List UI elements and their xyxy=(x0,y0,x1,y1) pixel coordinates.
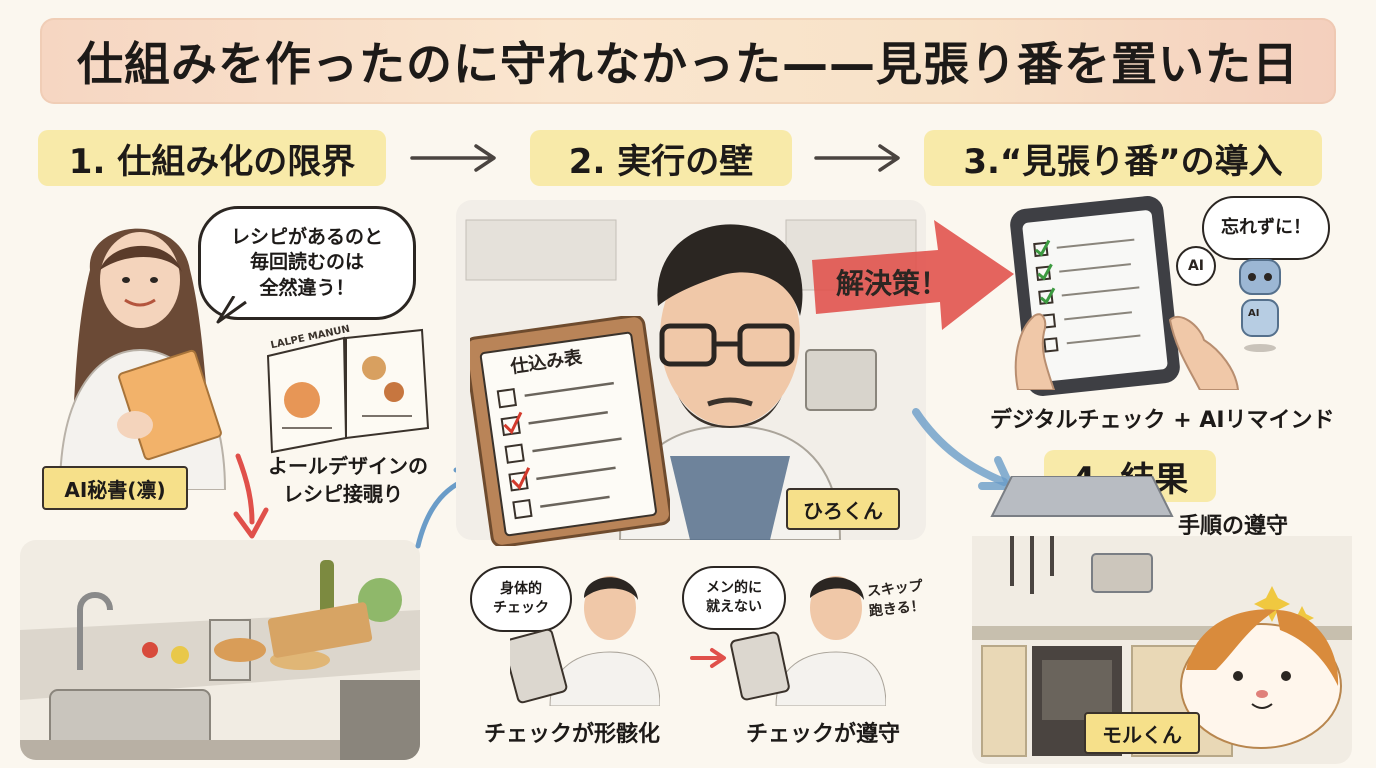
red-down-arrow-icon xyxy=(233,453,269,539)
physical-check-bubble: 身体的 チェック xyxy=(470,566,572,632)
recipe-caption: よールデザインの レシピ接覗り xyxy=(268,452,428,508)
chef-name-tag: ひろくん xyxy=(786,488,900,530)
mental-line-1: メン的に xyxy=(706,580,762,597)
right-hand-illustration xyxy=(1168,315,1240,390)
title-banner: 仕組みを作ったのに守れなかった——見張り番を置いた日 xyxy=(40,18,1336,104)
checklist-clipboard-illustration xyxy=(470,316,670,546)
guinea-pig-illustration xyxy=(1180,609,1342,749)
speech-line-3: 全然違う！ xyxy=(259,276,355,299)
step-1-header: 1. 仕組み化の限界 xyxy=(38,130,386,186)
left-hand-illustration xyxy=(1014,313,1056,390)
recipe-caption-line-1: よールデザインの xyxy=(268,454,428,478)
chef-small-right-illustration xyxy=(730,576,886,706)
step-3-label: 3.“見張り番”の導入 xyxy=(963,141,1283,182)
physical-check-line-1: 身体的 xyxy=(500,581,542,598)
recipe-book-illustration xyxy=(266,328,430,454)
arrow-step2-to-step3-icon xyxy=(814,144,900,172)
mental-line-2: 就えない xyxy=(706,599,762,615)
check-formality-caption: チェックが形骸化 xyxy=(484,722,661,747)
ai-badge-text: AI xyxy=(1187,258,1205,274)
step-1-label: 1. 仕組み化の限界 xyxy=(68,141,356,182)
ai-robot-icon xyxy=(1239,259,1281,352)
chef-name: ひろくん xyxy=(803,498,883,523)
messy-kitchen-illustration xyxy=(20,540,420,760)
chef-small-left-illustration xyxy=(510,576,660,706)
step-2-label: 2. 実行の壁 xyxy=(568,141,754,182)
solution-red-arrow-icon xyxy=(812,220,1014,330)
speech-tail xyxy=(216,296,247,324)
solution-label: 解決策！ xyxy=(836,267,949,300)
reminder-speech-bubble: 忘れずに！ xyxy=(1202,196,1330,260)
check-compliance-caption: チェックが遵守 xyxy=(746,722,901,747)
mental-bubble: メン的に 就えない xyxy=(682,566,786,630)
small-red-arrow-icon xyxy=(690,648,726,668)
tablet-checklist-illustration xyxy=(1010,196,1180,396)
step-3-header: 3.“見張り番”の導入 xyxy=(924,130,1322,186)
speech-line-1: レシピがあるのと xyxy=(230,225,383,248)
ai-secretary-illustration xyxy=(58,228,227,490)
recipe-caption-line-2: レシピ接覗り xyxy=(283,482,403,506)
reminder-text: 忘れずに！ xyxy=(1221,216,1311,238)
arrow-step1-to-step2-icon xyxy=(410,144,496,172)
page-title: 仕組みを作ったのに守れなかった——見張り番を置いた日 xyxy=(77,37,1299,91)
compliance-subtitle: 手順の遵守 xyxy=(1178,514,1289,539)
secretary-name-tag: AI秘書(凛) xyxy=(42,466,188,510)
speech-line-2: 毎回読むのは xyxy=(249,251,364,274)
robot-badge: AI xyxy=(1248,308,1260,319)
physical-check-line-2: チェック xyxy=(493,600,549,616)
step-2-header: 2. 実行の壁 xyxy=(530,130,792,186)
digital-check-caption: デジタルチェック + AIリマインド xyxy=(990,408,1335,433)
secretary-name: AI秘書(凛) xyxy=(64,477,166,502)
pet-name: モルくん xyxy=(1102,722,1182,747)
ai-badge: AI xyxy=(1176,246,1216,286)
pet-name-tag: モルくん xyxy=(1084,712,1200,754)
